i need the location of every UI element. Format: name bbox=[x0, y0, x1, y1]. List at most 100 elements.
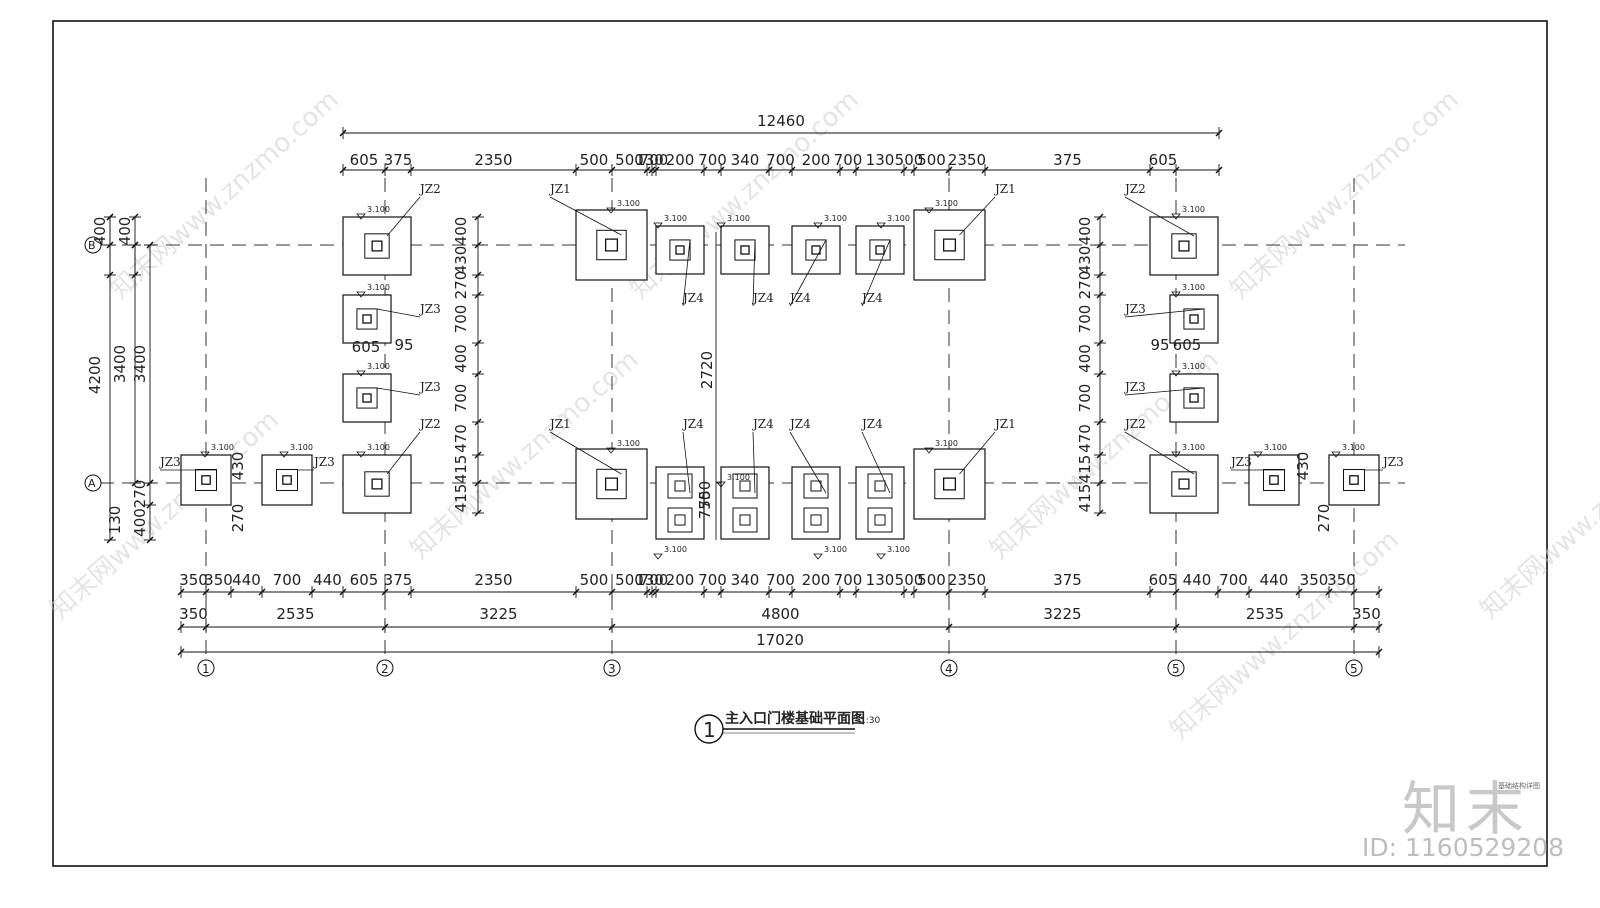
column-square bbox=[362, 393, 372, 403]
dim-top-seg-slash bbox=[852, 166, 860, 174]
axis-label: A bbox=[88, 477, 96, 490]
dim-top-seg-slash bbox=[981, 166, 989, 174]
elevation-marker bbox=[876, 222, 886, 229]
footing-pedestal bbox=[934, 229, 965, 261]
footing-pad bbox=[720, 225, 770, 275]
footing-tag: JZ3 bbox=[418, 380, 441, 394]
dim-top-seg-slash bbox=[945, 166, 953, 174]
axis-label: 5 bbox=[1172, 662, 1180, 676]
dim-inner-right-label: 430 bbox=[1076, 246, 1094, 275]
leader-line bbox=[861, 239, 891, 307]
elevation-marker bbox=[200, 451, 210, 458]
dim-inner-left-slash bbox=[474, 370, 482, 378]
dim-inner-right-slash bbox=[1096, 418, 1104, 426]
axis-label: B bbox=[88, 239, 96, 252]
footing-tag: JZ1 bbox=[993, 417, 1016, 431]
elevation-marker bbox=[1171, 451, 1181, 458]
dim-left-overall-slash bbox=[106, 213, 114, 221]
dim-top-seg-slash bbox=[765, 166, 773, 174]
dim-top-seg-label: 700 bbox=[834, 151, 863, 169]
dim-bottom-axis-label: 3225 bbox=[1043, 605, 1081, 623]
sheet-note: 基础结构详图 bbox=[1498, 782, 1540, 790]
elevation-marker bbox=[356, 213, 366, 220]
footing-pedestal bbox=[195, 469, 217, 491]
dim-bottom-axis-slash bbox=[1350, 623, 1358, 631]
dim-top-seg-label: 500 bbox=[917, 151, 946, 169]
dim-inner-left-label: 400 bbox=[452, 344, 470, 373]
column-square bbox=[675, 245, 685, 255]
elevation-marker bbox=[1171, 291, 1181, 298]
dim-bottom-seg-label: 440 bbox=[1260, 571, 1289, 589]
dim-left-label: 4200 bbox=[86, 356, 104, 394]
dim-bottom-seg-label: 700 bbox=[766, 571, 795, 589]
leader-line bbox=[959, 431, 996, 475]
dim-inner-left-slash bbox=[474, 509, 482, 517]
dim-top-seg-label: 700 bbox=[766, 151, 795, 169]
footing-pedestal bbox=[805, 239, 827, 261]
leader-line bbox=[549, 431, 622, 475]
dim-bottom-axis-label: 350 bbox=[1352, 605, 1381, 623]
dim-bottom-seg-slash bbox=[1214, 588, 1222, 596]
elevation-marker bbox=[606, 447, 616, 454]
leader-line bbox=[752, 239, 756, 307]
dim-bottom-seg-slash bbox=[308, 588, 316, 596]
footing-pad bbox=[342, 216, 412, 276]
footing-tag: JZ3 bbox=[158, 455, 181, 469]
footing-tag: JZ4 bbox=[751, 291, 774, 305]
footing-pad bbox=[791, 225, 841, 275]
dim-left-e-slash bbox=[146, 536, 154, 544]
footing-pad bbox=[1328, 454, 1380, 506]
dim-bottom-seg-slash bbox=[1295, 588, 1303, 596]
dim-bottom-overall-label: 17020 bbox=[756, 631, 804, 649]
dim-bottom-seg-slash bbox=[1350, 588, 1358, 596]
dim-inner-left-label: 700 bbox=[452, 384, 470, 413]
elevation-label: 3.100 bbox=[887, 214, 910, 223]
footing-pad bbox=[342, 373, 392, 423]
dim-bottom-seg-slash bbox=[652, 588, 660, 596]
dim-bottom-seg-slash bbox=[202, 588, 210, 596]
footing-tag: JZ4 bbox=[860, 291, 883, 305]
dim-inner-right-label: 400 bbox=[1076, 217, 1094, 246]
elevation-label: 3.100 bbox=[211, 443, 234, 452]
dim-inner-left-label: 400 bbox=[452, 217, 470, 246]
footing-pad bbox=[655, 466, 705, 540]
dim-bottom-seg-slash bbox=[381, 588, 389, 596]
dim-bottom-axis-label: 350 bbox=[179, 605, 208, 623]
dim-misc-label: 605 bbox=[1173, 336, 1202, 354]
dim-bottom-seg-label: 700 bbox=[698, 571, 727, 589]
dim-bottom-seg-label: 605 bbox=[1149, 571, 1178, 589]
dim-inner-right-slash bbox=[1096, 213, 1104, 221]
watermark-layer: 知末网www.znzmo.com知末网www.znzmo.com知末网www.z… bbox=[45, 85, 1600, 745]
leader-line bbox=[386, 431, 421, 475]
elevation-marker bbox=[924, 447, 934, 454]
dim-bottom-seg-label: 350 bbox=[204, 571, 233, 589]
footing-tag: JZ4 bbox=[860, 417, 883, 431]
elevation-marker bbox=[356, 451, 366, 458]
dim-inner-left-label: 700 bbox=[452, 305, 470, 334]
dim-top-seg-slash bbox=[643, 166, 651, 174]
dim-top-seg-slash bbox=[608, 166, 616, 174]
dim-bottom-axis-slash bbox=[608, 623, 616, 631]
column-square bbox=[674, 480, 686, 492]
dim-top-seg-slash bbox=[339, 166, 347, 174]
footing-pedestal bbox=[1171, 233, 1197, 259]
leader-line bbox=[682, 431, 691, 494]
footing-tag: JZ3 bbox=[1123, 302, 1146, 316]
dim-top-overall-slash bbox=[1215, 129, 1223, 137]
column-square bbox=[371, 478, 383, 490]
dim-bottom-seg-slash bbox=[648, 588, 656, 596]
elevation-label: 3.100 bbox=[824, 214, 847, 223]
column-square bbox=[604, 477, 619, 491]
elevation-label: 3.100 bbox=[1342, 443, 1365, 452]
dim-inner-right-slash bbox=[1096, 479, 1104, 487]
footing-pedestal bbox=[869, 239, 891, 261]
dim-misc-label: 270 bbox=[1315, 504, 1333, 533]
detail-number: 1 bbox=[703, 718, 716, 742]
axis-bubble bbox=[84, 474, 102, 492]
dim-misc-label: 750 bbox=[696, 491, 714, 520]
footing-tag: JZ4 bbox=[788, 291, 811, 305]
